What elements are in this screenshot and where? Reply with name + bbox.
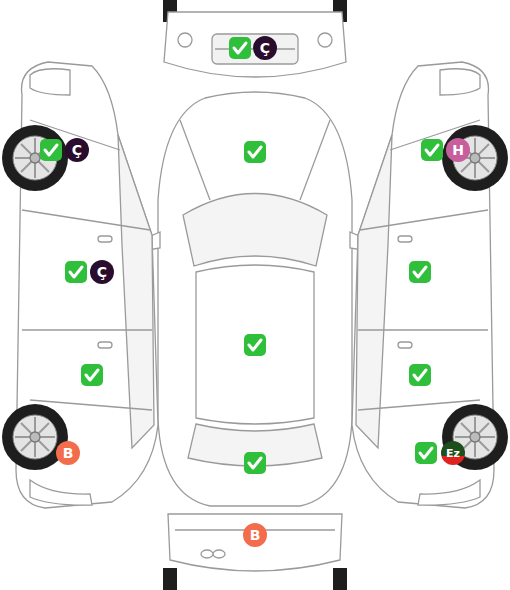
damage-badge: Ç — [90, 260, 114, 284]
damage-code: H — [452, 143, 464, 157]
damage-badge: Ç — [253, 36, 277, 60]
damage-badge: H — [446, 138, 470, 162]
damage-code: Ç — [97, 265, 107, 279]
damage-code: Ez — [446, 448, 460, 459]
damage-code: Ç — [260, 41, 270, 55]
damage-badge: B — [243, 523, 267, 547]
damage-code: Ç — [72, 143, 82, 157]
damage-badge: B — [56, 441, 80, 465]
damage-badge: Ç — [65, 138, 89, 162]
damage-badge: Ez — [441, 441, 465, 465]
damage-code: B — [63, 446, 74, 460]
damage-code: B — [250, 528, 261, 542]
